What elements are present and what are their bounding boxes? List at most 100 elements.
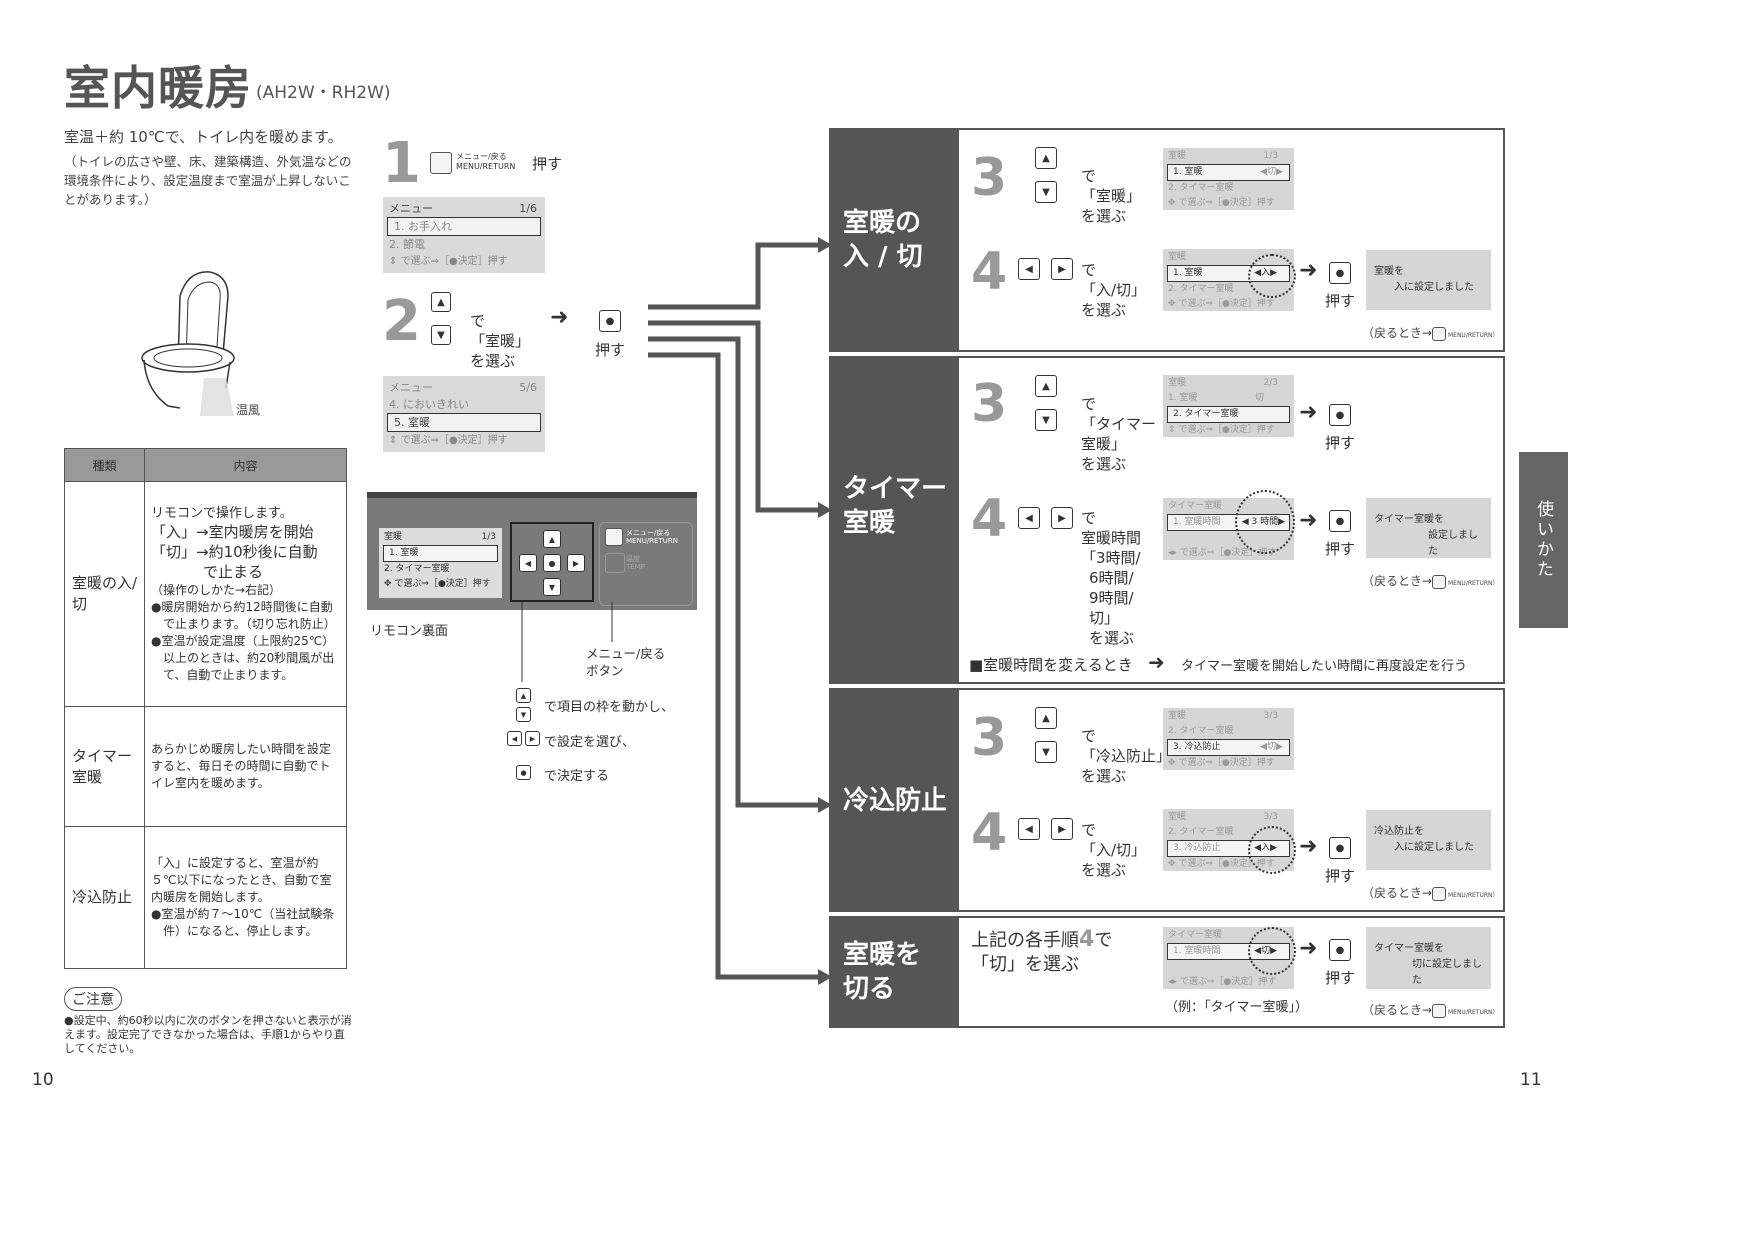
- onoff-right-button[interactable]: ▶: [1051, 258, 1073, 280]
- off-highlight-circle: [1248, 927, 1296, 975]
- table-content: 「入」に設定すると、室温が約５℃以下になったとき、自動で室内暖房を開始します。 …: [144, 826, 347, 969]
- off-enter-button[interactable]: ●: [1329, 939, 1351, 961]
- down-button[interactable]: ▼: [431, 325, 451, 345]
- onoff-step4-text: で「入/切」を選ぶ: [1081, 261, 1147, 319]
- model-numbers: (AH2W・RH2W): [256, 83, 391, 103]
- step-1-action: 押す: [532, 155, 563, 173]
- onoff-step3-number: 3: [971, 148, 1008, 208]
- cold-right-button[interactable]: ▶: [1051, 818, 1073, 840]
- menu-button-callout: メニュー/戻るボタン: [586, 646, 666, 678]
- warm-air-label: 温風: [236, 403, 261, 417]
- timer-message: タイマー室暖を設定しました: [1366, 498, 1491, 558]
- cold-step3-number: 3: [971, 708, 1008, 768]
- toilet-illustration: [141, 271, 235, 416]
- page-title: 室内暖房: [64, 61, 252, 115]
- table-kind: 室暖の入/切: [64, 481, 145, 707]
- remote-up-button[interactable]: ▲: [543, 530, 561, 548]
- onoff-enter-button[interactable]: ●: [1329, 262, 1351, 284]
- legend-confirm: で決定する: [544, 769, 610, 784]
- side-tab-usage[interactable]: 使いかた: [1519, 452, 1568, 628]
- timer-step3-enter-button[interactable]: ●: [1329, 404, 1351, 426]
- timer-down-button[interactable]: ▼: [1035, 409, 1057, 431]
- page-number-left: 10: [32, 1070, 54, 1090]
- cold-down-button[interactable]: ▼: [1035, 741, 1057, 763]
- remote-down-button[interactable]: ▼: [543, 578, 561, 596]
- onoff-highlight-circle: [1248, 254, 1296, 298]
- table-content: リモコンで操作します。 「入」→室内暖房を開始 「切」→約10秒後に自動 で止ま…: [144, 481, 347, 707]
- section-timer-title: タイマー室暖: [831, 358, 959, 682]
- section-cold-title: 冷込防止: [831, 690, 959, 910]
- caution-tag: ご注意: [64, 987, 122, 1011]
- intro-text: 室温＋約 10℃で、トイレ内を暖めます。: [64, 128, 343, 146]
- cold-highlight-circle: [1248, 826, 1296, 874]
- timer-step4-number: 4: [971, 489, 1008, 549]
- cold-step3-text: で「冷込防止」を選ぶ: [1081, 727, 1172, 785]
- arrow-right-icon: ➜: [550, 305, 569, 330]
- timer-step4-text: で室暖時間「3時間/6時間/9時間/切」を選ぶ: [1081, 509, 1142, 647]
- section-onoff-title: 室暖の入 / 切: [831, 130, 959, 350]
- remote-menu-button[interactable]: [605, 528, 623, 546]
- menu-return-button[interactable]: [430, 152, 452, 174]
- table-row: 冷込防止 「入」に設定すると、室温が約５℃以下になったとき、自動で室内暖房を開始…: [64, 826, 347, 969]
- cold-step4-text: で「入/切」を選ぶ: [1081, 821, 1147, 879]
- section-onoff: 室暖の入 / 切: [829, 128, 1505, 352]
- off-action: 押す: [1325, 969, 1356, 987]
- legend-up-icon: ▲: [516, 688, 531, 703]
- remote-temp-button[interactable]: [605, 553, 625, 573]
- off-return: （戻るとき→ MENU/RETURN）: [1362, 1003, 1499, 1018]
- enter-button[interactable]: ●: [599, 310, 621, 332]
- remote-dpad: ▲ ◀ ● ▶ ▼: [510, 522, 594, 602]
- cold-step4-action: 押す: [1325, 867, 1356, 885]
- legend-right-icon: ▶: [525, 731, 540, 746]
- table-header-content: 内容: [144, 448, 347, 482]
- page-number-right: 11: [1520, 1070, 1542, 1090]
- cold-up-button[interactable]: ▲: [1035, 707, 1057, 729]
- timer-right-button[interactable]: ▶: [1051, 507, 1073, 529]
- onoff-step4-number: 4: [971, 242, 1008, 302]
- remote-left-button[interactable]: ◀: [519, 554, 537, 572]
- timer-left-button[interactable]: ◀: [1018, 507, 1040, 529]
- timer-highlight-circle: [1235, 490, 1295, 554]
- timer-step4-enter-button[interactable]: ●: [1329, 510, 1351, 532]
- onoff-step3-text: で「室暖」を選ぶ: [1081, 167, 1142, 225]
- timer-step3-number: 3: [971, 374, 1008, 434]
- onoff-down-button[interactable]: ▼: [1035, 181, 1057, 203]
- legend-select: で設定を選び、: [544, 735, 636, 750]
- cold-enter-button[interactable]: ●: [1329, 837, 1351, 859]
- table-kind: タイマー室暖: [64, 706, 145, 827]
- spec-table: 種類 内容 室暖の入/切 リモコンで操作します。 「入」→室内暖房を開始 「切」…: [64, 448, 347, 969]
- timer-up-button[interactable]: ▲: [1035, 375, 1057, 397]
- timer-note-right: タイマー室暖を開始したい時間に再度設定を行う: [1181, 659, 1468, 674]
- step-2-text: で「室暖」を選ぶ: [470, 312, 531, 370]
- legend-move: で項目の枠を動かし、: [544, 700, 675, 715]
- cold-return: （戻るとき→ MENU/RETURN）: [1362, 886, 1499, 901]
- onoff-step4-action: 押す: [1325, 292, 1356, 310]
- timer-step3-action: 押す: [1325, 434, 1356, 452]
- arrow-right-icon: ➜: [1299, 834, 1318, 859]
- up-button[interactable]: ▲: [431, 292, 451, 312]
- cold-left-button[interactable]: ◀: [1018, 818, 1040, 840]
- timer-step4-action: 押す: [1325, 540, 1356, 558]
- remote-caption: リモコン裏面: [370, 624, 449, 639]
- onoff-left-button[interactable]: ◀: [1018, 258, 1040, 280]
- arrow-right-icon: ➜: [1299, 258, 1318, 283]
- step-2-action: 押す: [595, 341, 626, 359]
- onoff-message: 室暖を入に設定しました: [1366, 250, 1491, 310]
- remote-right-button[interactable]: ▶: [567, 554, 585, 572]
- arrow-right-icon: ➜: [1299, 400, 1318, 425]
- caution-text: ●設定中、約60秒以内に次のボタンを押さないと表示が消えます。設定完了できなかっ…: [64, 1014, 352, 1055]
- onoff-up-button[interactable]: ▲: [1035, 147, 1057, 169]
- table-row: タイマー室暖 あらかじめ暖房したい時間を設定すると、毎日その時間に自動でトイレ室…: [64, 706, 347, 827]
- timer-step3-text: で「タイマー室暖」を選ぶ: [1081, 395, 1157, 473]
- remote-enter-button[interactable]: ●: [543, 554, 561, 572]
- off-message: タイマー室暖を切に設定しました: [1366, 927, 1491, 989]
- flow-arrows: [648, 237, 832, 985]
